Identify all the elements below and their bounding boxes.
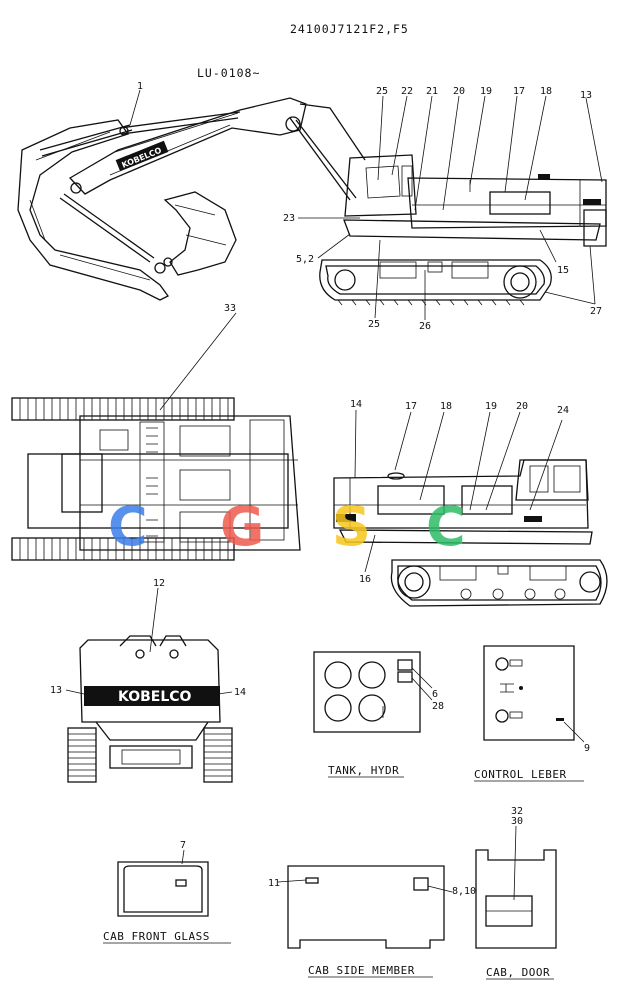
callout-20-top: 20 (453, 86, 465, 97)
callout-33: 33 (224, 303, 236, 314)
serial-range: LU-0108~ (197, 66, 260, 80)
callout-17-top: 17 (513, 86, 525, 97)
callout-20-side: 20 (516, 401, 528, 412)
part-number: 24100J7121F2,F5 (290, 22, 409, 36)
watermark-letter-2: G (220, 495, 264, 558)
callout-16: 16 (359, 574, 371, 585)
callout-1: 1 (137, 81, 143, 92)
caption-control-leber: CONTROL LEBER (474, 768, 567, 781)
callout-21: 21 (426, 86, 438, 97)
caption-tank-hydr: TANK, HYDR (328, 764, 399, 777)
rear-logo: KOBELCO (118, 689, 192, 705)
callout-18-side: 18 (440, 401, 452, 412)
right-side-leaders (354, 409, 563, 573)
callout-7: 7 (180, 840, 186, 851)
callout-6: 6 (432, 689, 438, 700)
watermark-letter-1: C (108, 495, 148, 558)
rear-leaders (65, 587, 233, 695)
callout-9: 9 (584, 743, 590, 754)
callout-22: 22 (401, 86, 413, 97)
callout-17-side: 17 (405, 401, 417, 412)
callout-12: 12 (153, 578, 165, 589)
leader-33 (159, 312, 237, 411)
top-leaders (129, 89, 603, 320)
callout-13-top: 13 (580, 90, 592, 101)
callout-24: 24 (557, 405, 569, 416)
callout-28: 28 (432, 701, 444, 712)
caption-cab-front-glass: CAB FRONT GLASS (103, 930, 210, 943)
excavator-side-view: KOBELCO (17, 97, 607, 306)
cab-door-view (475, 825, 557, 949)
caption-cab-door: CAB, DOOR (486, 966, 550, 979)
callout-19-side: 19 (485, 401, 497, 412)
callout-13-rear: 13 (50, 685, 62, 696)
watermark-letter-3: S (332, 495, 371, 558)
callout-30: 30 (511, 816, 523, 827)
callout-8-10: 8,10 (452, 886, 476, 897)
plan-view (11, 397, 301, 561)
callout-19-top: 19 (480, 86, 492, 97)
callout-25-top: 25 (376, 86, 388, 97)
watermark: C G S C (108, 495, 466, 558)
callout-26: 26 (419, 321, 431, 332)
caption-cab-side-member: CAB SIDE MEMBER (308, 964, 415, 977)
tank-hydr-view (313, 651, 433, 733)
watermark-letter-4: C (426, 495, 466, 558)
callout-27: 27 (590, 306, 602, 317)
rear-view: KOBELCO (67, 635, 233, 783)
callout-5-2: 5,2 (296, 254, 314, 265)
callout-23: 23 (283, 213, 295, 224)
callout-14-rear: 14 (234, 687, 246, 698)
control-leber-view (483, 645, 585, 743)
cab-front-glass-view (117, 849, 209, 917)
callout-18-top: 18 (540, 86, 552, 97)
top-callouts: 1 25 22 21 20 19 17 18 13 23 5,2 15 27 2… (137, 81, 602, 332)
callout-25-bottom: 25 (368, 319, 380, 330)
right-side-view (333, 459, 608, 607)
callout-15: 15 (557, 265, 569, 276)
right-side-callouts: 14 17 18 19 20 24 16 (350, 399, 569, 585)
callout-32: 32 (511, 806, 523, 817)
callout-11: 11 (268, 878, 280, 889)
callout-14-side: 14 (350, 399, 362, 410)
cab-side-member-view (277, 865, 453, 949)
